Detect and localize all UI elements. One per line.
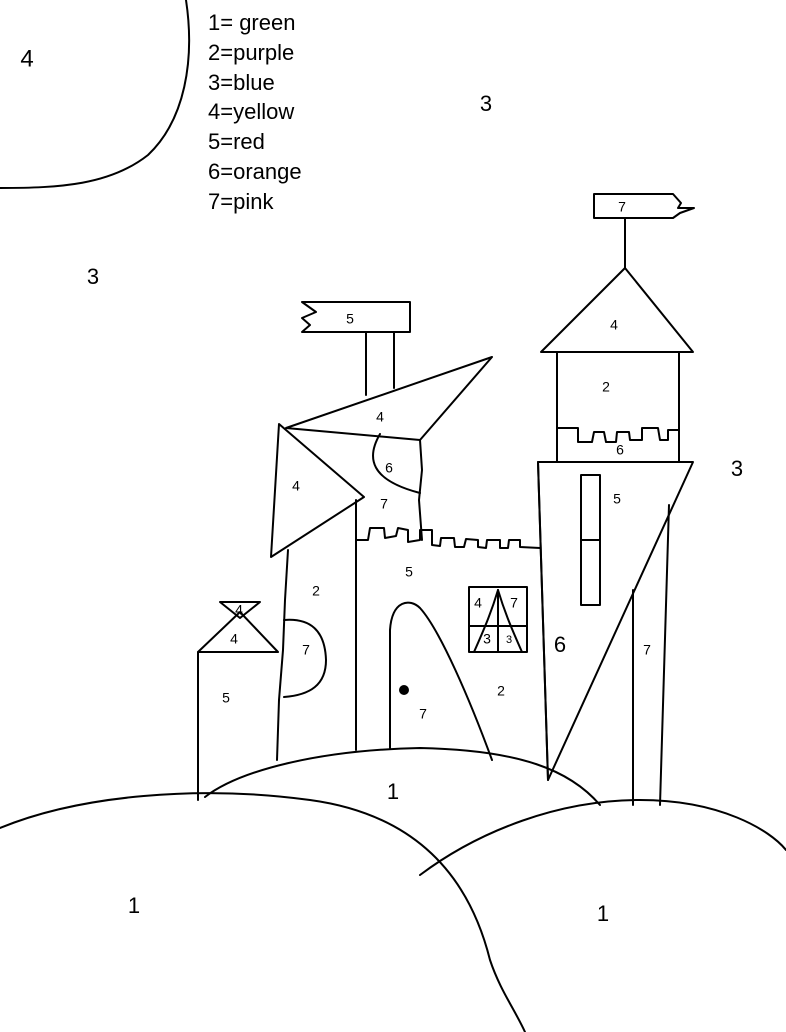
left-flag xyxy=(301,301,411,396)
label-sky-left: 3 xyxy=(87,264,99,289)
label-small-tower-top: 4 xyxy=(235,602,243,618)
label-flag-right: 7 xyxy=(618,199,626,215)
label-right-tower-roof: 4 xyxy=(610,317,618,333)
label-hill-right: 1 xyxy=(597,901,609,926)
label-window-bl: 3 xyxy=(483,631,491,647)
right-tower-upper xyxy=(556,351,680,463)
label-sky-top: 3 xyxy=(480,91,492,116)
label-right-tower-window: 5 xyxy=(613,491,621,507)
label-window-tl: 4 xyxy=(474,595,482,611)
label-left-tower-wall: 2 xyxy=(312,583,320,599)
castle-window xyxy=(468,586,528,653)
right-tower-lower xyxy=(537,461,694,781)
label-small-tower-roof: 4 xyxy=(230,631,238,647)
label-main-wall: 5 xyxy=(405,564,413,580)
label-sky-right: 3 xyxy=(731,456,743,481)
main-roof-flap xyxy=(372,433,421,494)
label-main-wall-right: 2 xyxy=(497,683,505,699)
label-flag-left: 5 xyxy=(346,311,354,327)
label-hill-center: 1 xyxy=(387,779,399,804)
legend-item-4: 4=yellow xyxy=(208,99,295,125)
legend-item-7: 7=pink xyxy=(208,188,274,214)
gable-wall xyxy=(418,439,423,541)
legend-item-3: 3=blue xyxy=(208,69,275,95)
label-right-support: 7 xyxy=(643,642,651,658)
legend-item-5: 5=red xyxy=(208,129,265,155)
hills xyxy=(0,747,786,1032)
right-tower-roof xyxy=(540,267,694,353)
label-sun: 4 xyxy=(20,45,33,72)
door-knob xyxy=(399,685,409,695)
main-wall-battlement xyxy=(355,527,541,549)
region-numbers: 4 3 3 3 7 5 4 2 6 5 6 7 4 6 7 4 2 7 5 2 … xyxy=(20,45,743,925)
left-spire xyxy=(270,423,365,558)
sun-outline xyxy=(0,0,191,189)
small-tower xyxy=(197,601,279,801)
main-door xyxy=(389,601,493,761)
label-hill-left: 1 xyxy=(128,893,140,918)
label-main-door: 7 xyxy=(419,706,427,722)
label-small-tower-wall: 5 xyxy=(222,690,230,706)
left-tower-walls xyxy=(276,499,357,761)
label-right-tower-upper: 2 xyxy=(602,379,610,395)
label-window-tr: 7 xyxy=(510,595,518,611)
legend-item-2: 2=purple xyxy=(208,39,295,65)
label-left-spire: 4 xyxy=(292,478,300,494)
label-main-roof: 4 xyxy=(376,409,384,425)
label-right-tower-band: 6 xyxy=(616,442,624,458)
legend-item-1: 1= green xyxy=(208,10,296,35)
color-legend: 1= green 2=purple 3=blue 4=yellow 5=red … xyxy=(208,8,302,217)
label-window-br: 3 xyxy=(506,634,512,646)
right-flag xyxy=(593,193,695,269)
main-roof xyxy=(285,356,493,441)
label-left-tower-door: 7 xyxy=(302,642,310,658)
right-support xyxy=(632,504,670,806)
label-right-tower-wall: 6 xyxy=(554,632,566,657)
label-main-roof-flap: 6 xyxy=(385,460,393,476)
legend-item-6: 6=orange xyxy=(208,158,302,184)
label-main-gable: 7 xyxy=(380,496,388,512)
